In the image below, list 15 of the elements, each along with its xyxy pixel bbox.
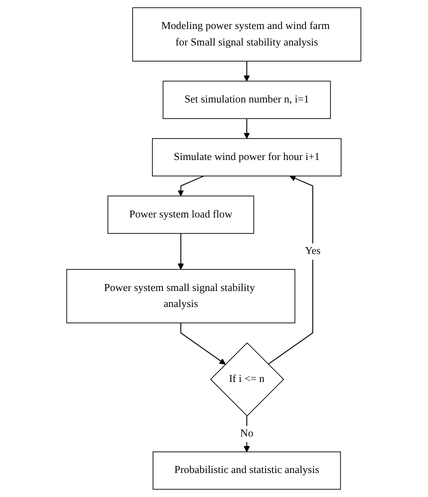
edge-label: Yes — [305, 246, 321, 257]
node-box: Modeling power system and wind farm for Small signal stability analysis — [132, 7, 362, 62]
arrow — [268, 175, 314, 365]
node-diamond: If i <= n — [210, 342, 284, 416]
arrow — [178, 176, 204, 196]
node-box: Probabilistic and statistic analysis — [152, 451, 342, 490]
node-box: Power system load flow — [108, 196, 254, 234]
node-box: Set simulation number n, i=1 — [162, 80, 332, 119]
arrow — [244, 118, 250, 139]
arrow — [244, 60, 250, 82]
node-box: Power system small signal stability analysis — [66, 269, 296, 324]
arrow — [180, 322, 226, 365]
node-box: Simulate wind power for hour i+1 — [152, 138, 342, 176]
arrow — [178, 232, 184, 270]
edge-label: No — [240, 428, 254, 440]
